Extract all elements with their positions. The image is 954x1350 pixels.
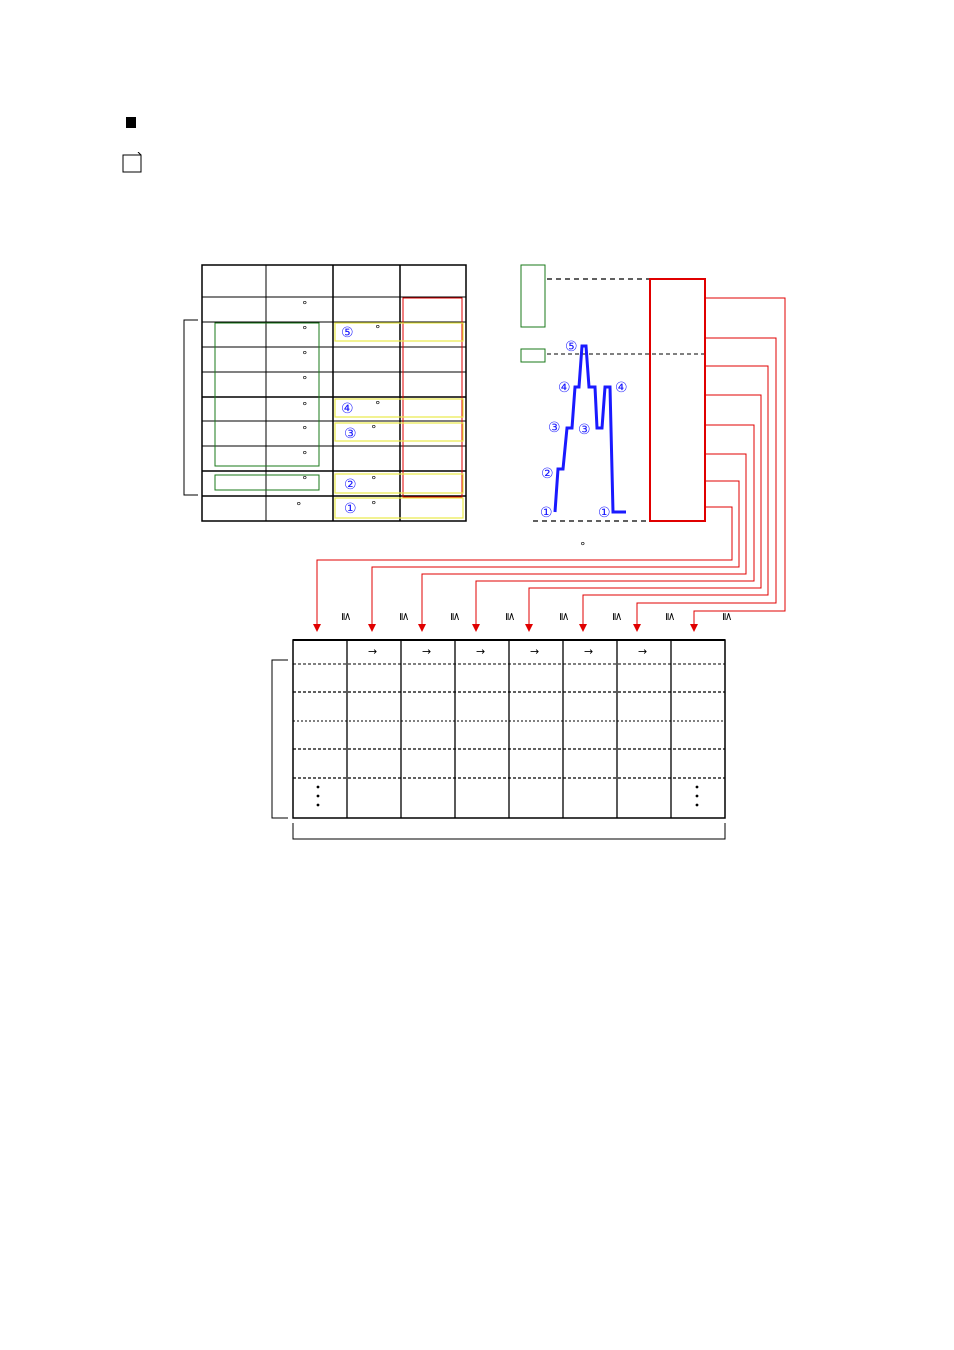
leq-mark: ≦ bbox=[611, 612, 624, 621]
header-arrows: → → → → → → bbox=[368, 645, 647, 658]
leq-mark: ≦ bbox=[664, 612, 677, 621]
degree-mark: ° bbox=[371, 499, 377, 512]
bottom-table-bracket bbox=[271, 659, 288, 819]
arrow-mark: → bbox=[368, 645, 377, 658]
degree-mark: ° bbox=[375, 399, 381, 412]
arrow-mark: → bbox=[422, 645, 431, 658]
upper-table-bracket bbox=[183, 319, 198, 496]
bottom-table bbox=[292, 639, 726, 819]
vertical-ellipsis bbox=[316, 785, 699, 807]
circled-3: ③ bbox=[344, 426, 357, 442]
leq-mark: ≦ bbox=[721, 612, 734, 621]
yellow-box-row-2 bbox=[334, 473, 464, 494]
circled-1: ① bbox=[540, 505, 553, 521]
circled-4: ④ bbox=[615, 380, 628, 396]
degree-marks: ° ° ° ° ° ° ° ° ° ° ° ° ° ° bbox=[296, 299, 381, 513]
arrow-mark: → bbox=[584, 645, 593, 658]
green-level-box-top bbox=[520, 264, 546, 328]
degree-mark: ° bbox=[302, 299, 308, 312]
degree-mark: ° bbox=[302, 474, 308, 487]
leq-mark: ≦ bbox=[398, 612, 411, 621]
arrow-mark: → bbox=[476, 645, 485, 658]
red-connectors bbox=[313, 297, 786, 632]
arrow-mark: → bbox=[638, 645, 647, 658]
leq-mark: ≦ bbox=[504, 612, 517, 621]
leq-mark: ≦ bbox=[340, 612, 353, 621]
yellow-box-row-4 bbox=[334, 398, 464, 418]
circled-2: ② bbox=[344, 477, 357, 493]
green-box-upper bbox=[214, 322, 320, 467]
green-level-box-small bbox=[520, 348, 546, 363]
degree-mark: ° bbox=[296, 500, 302, 513]
circled-5: ⑤ bbox=[341, 325, 354, 341]
circled-3: ③ bbox=[548, 420, 561, 436]
yellow-box-row-1 bbox=[334, 497, 464, 519]
yellow-box-row-3 bbox=[334, 422, 464, 442]
arrow-mark: → bbox=[530, 645, 539, 658]
leq-mark: ≦ bbox=[449, 612, 462, 621]
degree-mark: ° bbox=[302, 449, 308, 462]
circled-2: ② bbox=[541, 466, 554, 482]
degree-mark: ° bbox=[580, 540, 586, 553]
circled-1: ① bbox=[344, 501, 357, 517]
degree-mark: ° bbox=[371, 423, 377, 436]
leq-mark: ≦ bbox=[558, 612, 571, 621]
bottom-table-underbrace bbox=[292, 823, 726, 840]
degree-mark: ° bbox=[302, 424, 308, 437]
green-box-lower bbox=[214, 474, 320, 491]
table-circled-numbers: ⑤ ④ ③ ② ① bbox=[341, 325, 357, 517]
bullet-square-icon bbox=[126, 117, 136, 128]
degree-mark: ° bbox=[302, 374, 308, 387]
red-vertical-box bbox=[649, 278, 706, 522]
circled-5: ⑤ bbox=[565, 339, 578, 355]
yellow-box-row-5 bbox=[334, 322, 464, 342]
degree-mark: ° bbox=[371, 474, 377, 487]
circled-1: ① bbox=[598, 505, 611, 521]
circled-4: ④ bbox=[558, 380, 571, 396]
note-icon bbox=[122, 152, 142, 173]
degree-mark: ° bbox=[375, 323, 381, 336]
profile-circled-numbers: ⑤ ④ ④ ③ ③ ② ① ① bbox=[540, 339, 628, 521]
leq-symbols: ≦ ≦ ≦ ≦ ≦ ≦ ≦ ≦ bbox=[340, 612, 734, 621]
degree-mark: ° bbox=[302, 349, 308, 362]
profile-line bbox=[553, 344, 626, 514]
red-column-box bbox=[402, 297, 463, 498]
circled-4: ④ bbox=[341, 401, 354, 417]
upper-table bbox=[201, 264, 467, 522]
degree-mark: ° bbox=[302, 400, 308, 413]
circled-3: ③ bbox=[578, 422, 591, 438]
degree-mark: ° bbox=[302, 324, 308, 337]
